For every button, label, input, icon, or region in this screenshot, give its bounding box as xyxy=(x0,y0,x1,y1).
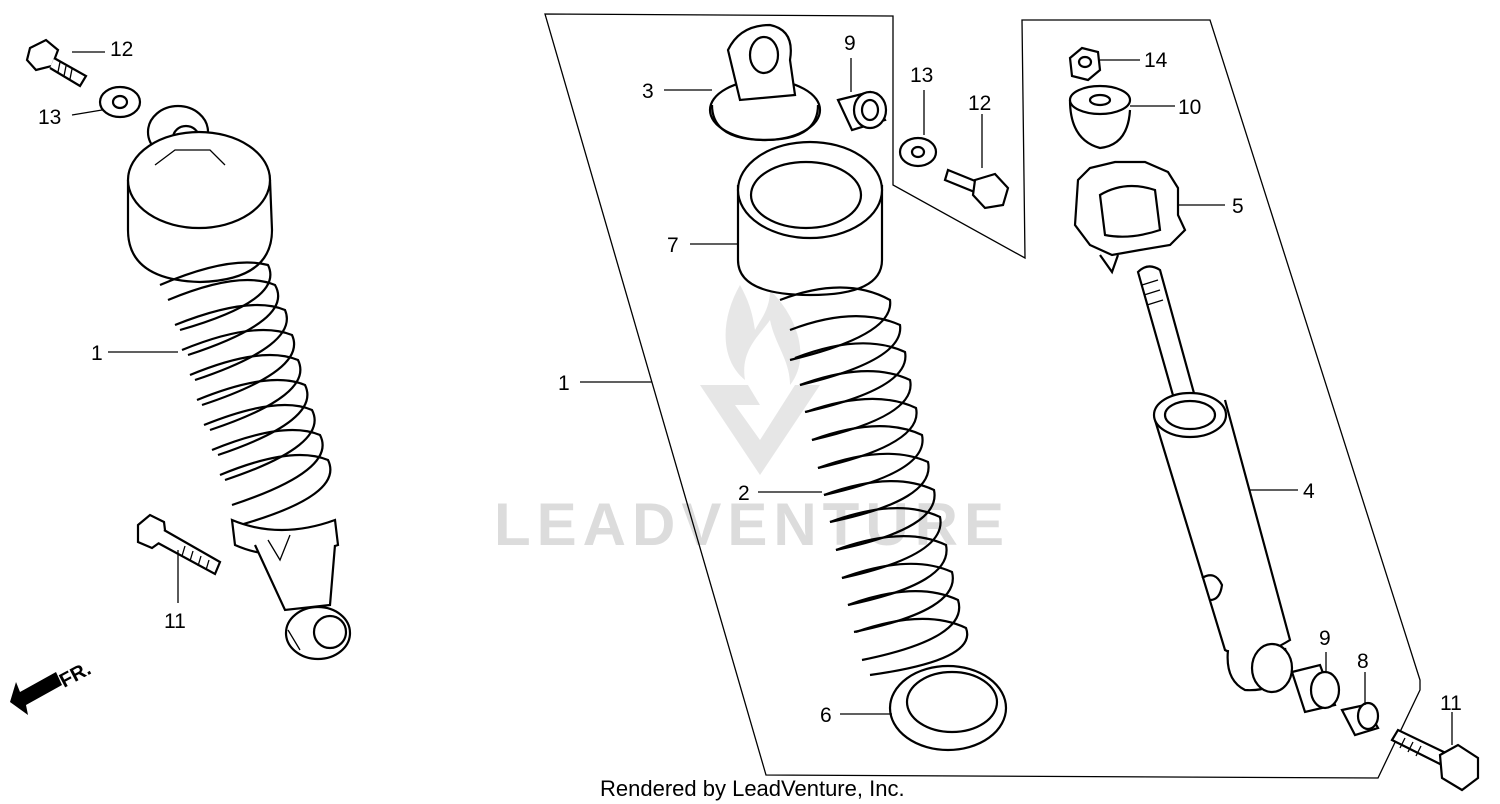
bushing-9-center xyxy=(836,90,888,132)
callout-4: 4 xyxy=(1303,480,1315,503)
callout-10: 10 xyxy=(1178,96,1201,119)
watermark-text: LEADVENTURE xyxy=(494,491,1010,558)
assembled-spring xyxy=(159,261,332,527)
bushing-9-right xyxy=(1290,663,1341,714)
flame-logo-icon xyxy=(725,285,801,385)
lock-plate-5 xyxy=(1073,160,1187,275)
callout-14: 14 xyxy=(1144,49,1168,72)
callout-9-right: 9 xyxy=(1319,627,1331,650)
callout-7: 7 xyxy=(667,234,679,257)
left-leaders xyxy=(71,51,179,603)
collar-8 xyxy=(1340,701,1380,737)
spring-2 xyxy=(779,286,969,677)
upper-mount-3 xyxy=(708,23,822,142)
callout-2: 2 xyxy=(738,482,750,505)
spring-cap-7 xyxy=(736,140,884,297)
callout-3: 3 xyxy=(642,80,654,103)
front-marker: FR. xyxy=(56,658,95,693)
callout-11-left: 11 xyxy=(164,610,186,633)
callout-12-left: 12 xyxy=(110,38,133,61)
exploded-view-outline xyxy=(544,13,1421,779)
callout-13-left: 13 xyxy=(38,106,61,129)
bolt-12-left xyxy=(25,38,88,88)
callout-1-left: 1 xyxy=(91,342,103,365)
bolt-11-left xyxy=(136,513,222,576)
callout-9-center: 9 xyxy=(844,32,856,55)
bolt-11-right xyxy=(1390,728,1480,792)
right-leaders xyxy=(1100,59,1453,745)
rubber-bushing-10 xyxy=(1068,84,1132,150)
washer-13-center xyxy=(898,136,938,168)
assembled-shock xyxy=(126,104,352,661)
callout-5: 5 xyxy=(1232,195,1244,218)
bolt-12-center xyxy=(943,168,1010,210)
spring-seat-6 xyxy=(888,664,1008,752)
damper-4 xyxy=(1136,265,1294,694)
washer-13-left xyxy=(98,85,142,119)
callout-11-right: 11 xyxy=(1440,692,1462,715)
callout-1-center: 1 xyxy=(558,372,570,395)
nut-14 xyxy=(1068,46,1102,82)
callout-12-center: 12 xyxy=(968,92,991,115)
v-logo-icon xyxy=(700,385,820,475)
center-leaders xyxy=(580,58,983,715)
callout-6: 6 xyxy=(820,704,832,727)
callout-13-center: 13 xyxy=(910,64,933,87)
watermark: LEADVENTURE xyxy=(494,285,1010,558)
footer-credit: Rendered by LeadVenture, Inc. xyxy=(600,776,905,801)
front-arrow-icon: FR. xyxy=(10,658,95,715)
callout-8: 8 xyxy=(1357,650,1369,673)
